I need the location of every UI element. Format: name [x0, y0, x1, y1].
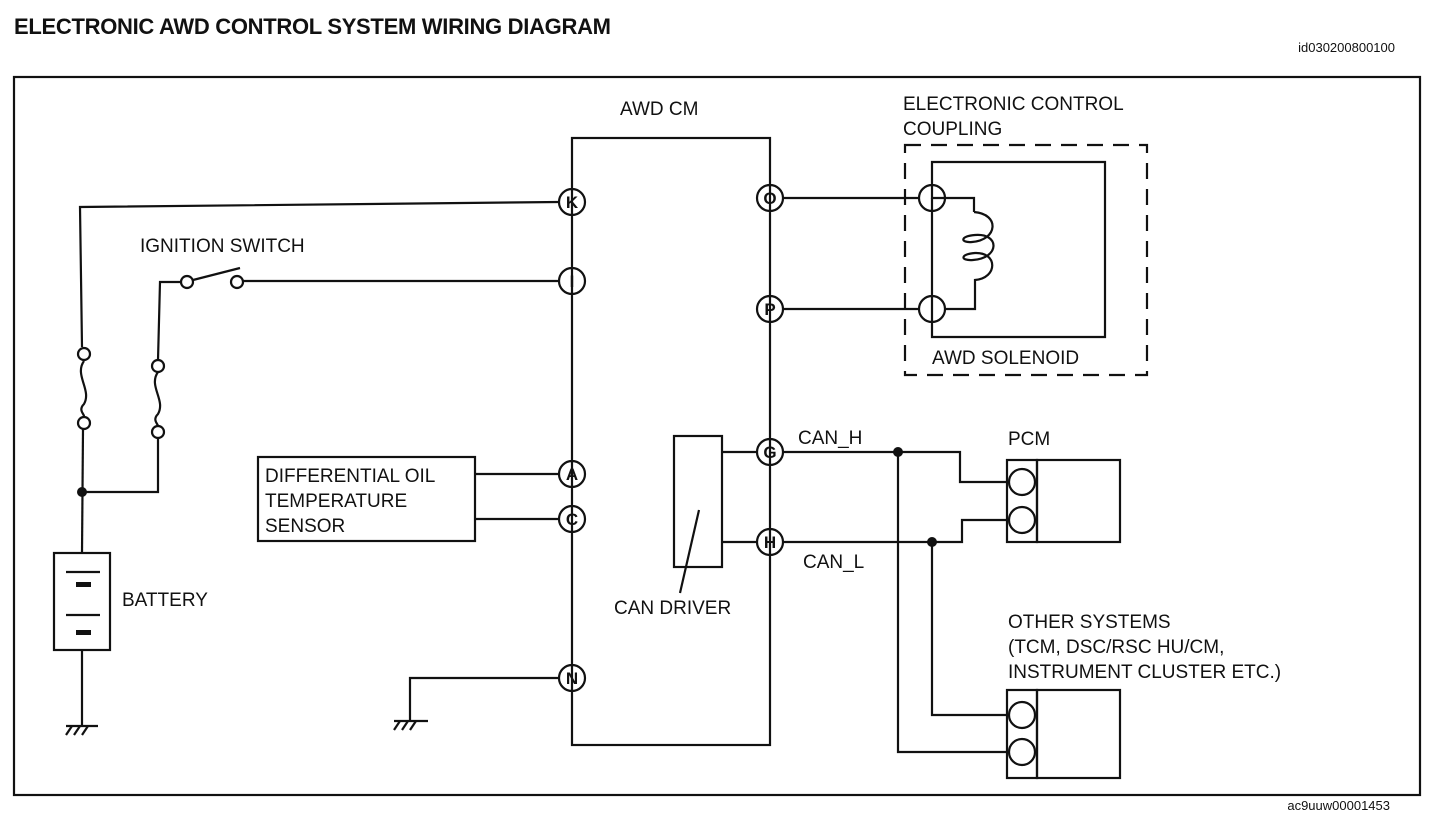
awd-solenoid-label: AWD SOLENOID [932, 348, 1079, 369]
pin-c: C [557, 504, 587, 534]
pcm-label: PCM [1008, 429, 1050, 450]
document-id: id030200800100 [1298, 40, 1395, 55]
can-driver-label: CAN DRIVER [614, 598, 731, 619]
svg-text:I: I [570, 272, 575, 291]
diagram-frame [12, 75, 1422, 797]
battery-label: BATTERY [122, 590, 208, 611]
figure-id: ac9uuw00001453 [1287, 798, 1390, 813]
coupling-dashed-box [903, 143, 1149, 377]
sensor-box [256, 455, 477, 543]
awd-solenoid [917, 160, 1107, 339]
battery-symbol [52, 551, 112, 725]
other-systems-label-1: OTHER SYSTEMS [1008, 612, 1171, 633]
pin-n: N [557, 663, 587, 693]
svg-text:H: H [764, 533, 776, 552]
diagram-title: ELECTRONIC AWD CONTROL SYSTEM WIRING DIA… [14, 14, 611, 39]
ground-icon [65, 724, 98, 736]
pin-o: O [755, 183, 785, 213]
svg-text:P: P [764, 300, 775, 319]
pin-p: P [755, 294, 785, 324]
pin-h: H [755, 527, 785, 557]
pin-i: I [557, 266, 587, 296]
power-wiring [76, 200, 560, 554]
svg-text:G: G [763, 443, 776, 462]
pin-g: G [755, 437, 785, 467]
sensor-label-2: TEMPERATURE [265, 491, 407, 512]
pcm-module [1005, 458, 1122, 544]
can-bus-wiring [783, 447, 1007, 754]
other-systems-label-3: INSTRUMENT CLUSTER ETC.) [1008, 662, 1281, 683]
pin-k: K [557, 187, 587, 217]
awd-cm-label: AWD CM [620, 99, 698, 120]
ground-icon [393, 719, 428, 731]
svg-text:O: O [763, 189, 776, 208]
svg-text:C: C [566, 510, 578, 529]
can-driver-box [672, 434, 724, 569]
pin-a: A [557, 459, 587, 489]
sensor-label-3: SENSOR [265, 516, 345, 537]
coupling-label-1: ELECTRONIC CONTROL [903, 94, 1124, 115]
can-h-label: CAN_H [798, 428, 862, 449]
awd-cm-box [570, 136, 772, 747]
can-l-label: CAN_L [803, 552, 864, 573]
ignition-switch-label: IGNITION SWITCH [140, 236, 305, 257]
svg-text:N: N [566, 669, 578, 688]
other-systems-label-2: (TCM, DSC/RSC HU/CM, [1008, 637, 1224, 658]
coupling-label-2: COUPLING [903, 119, 1002, 140]
svg-text:A: A [566, 465, 578, 484]
sensor-label-1: DIFFERENTIAL OIL [265, 466, 435, 487]
svg-text:K: K [566, 193, 579, 212]
other-systems-module [1005, 688, 1122, 780]
